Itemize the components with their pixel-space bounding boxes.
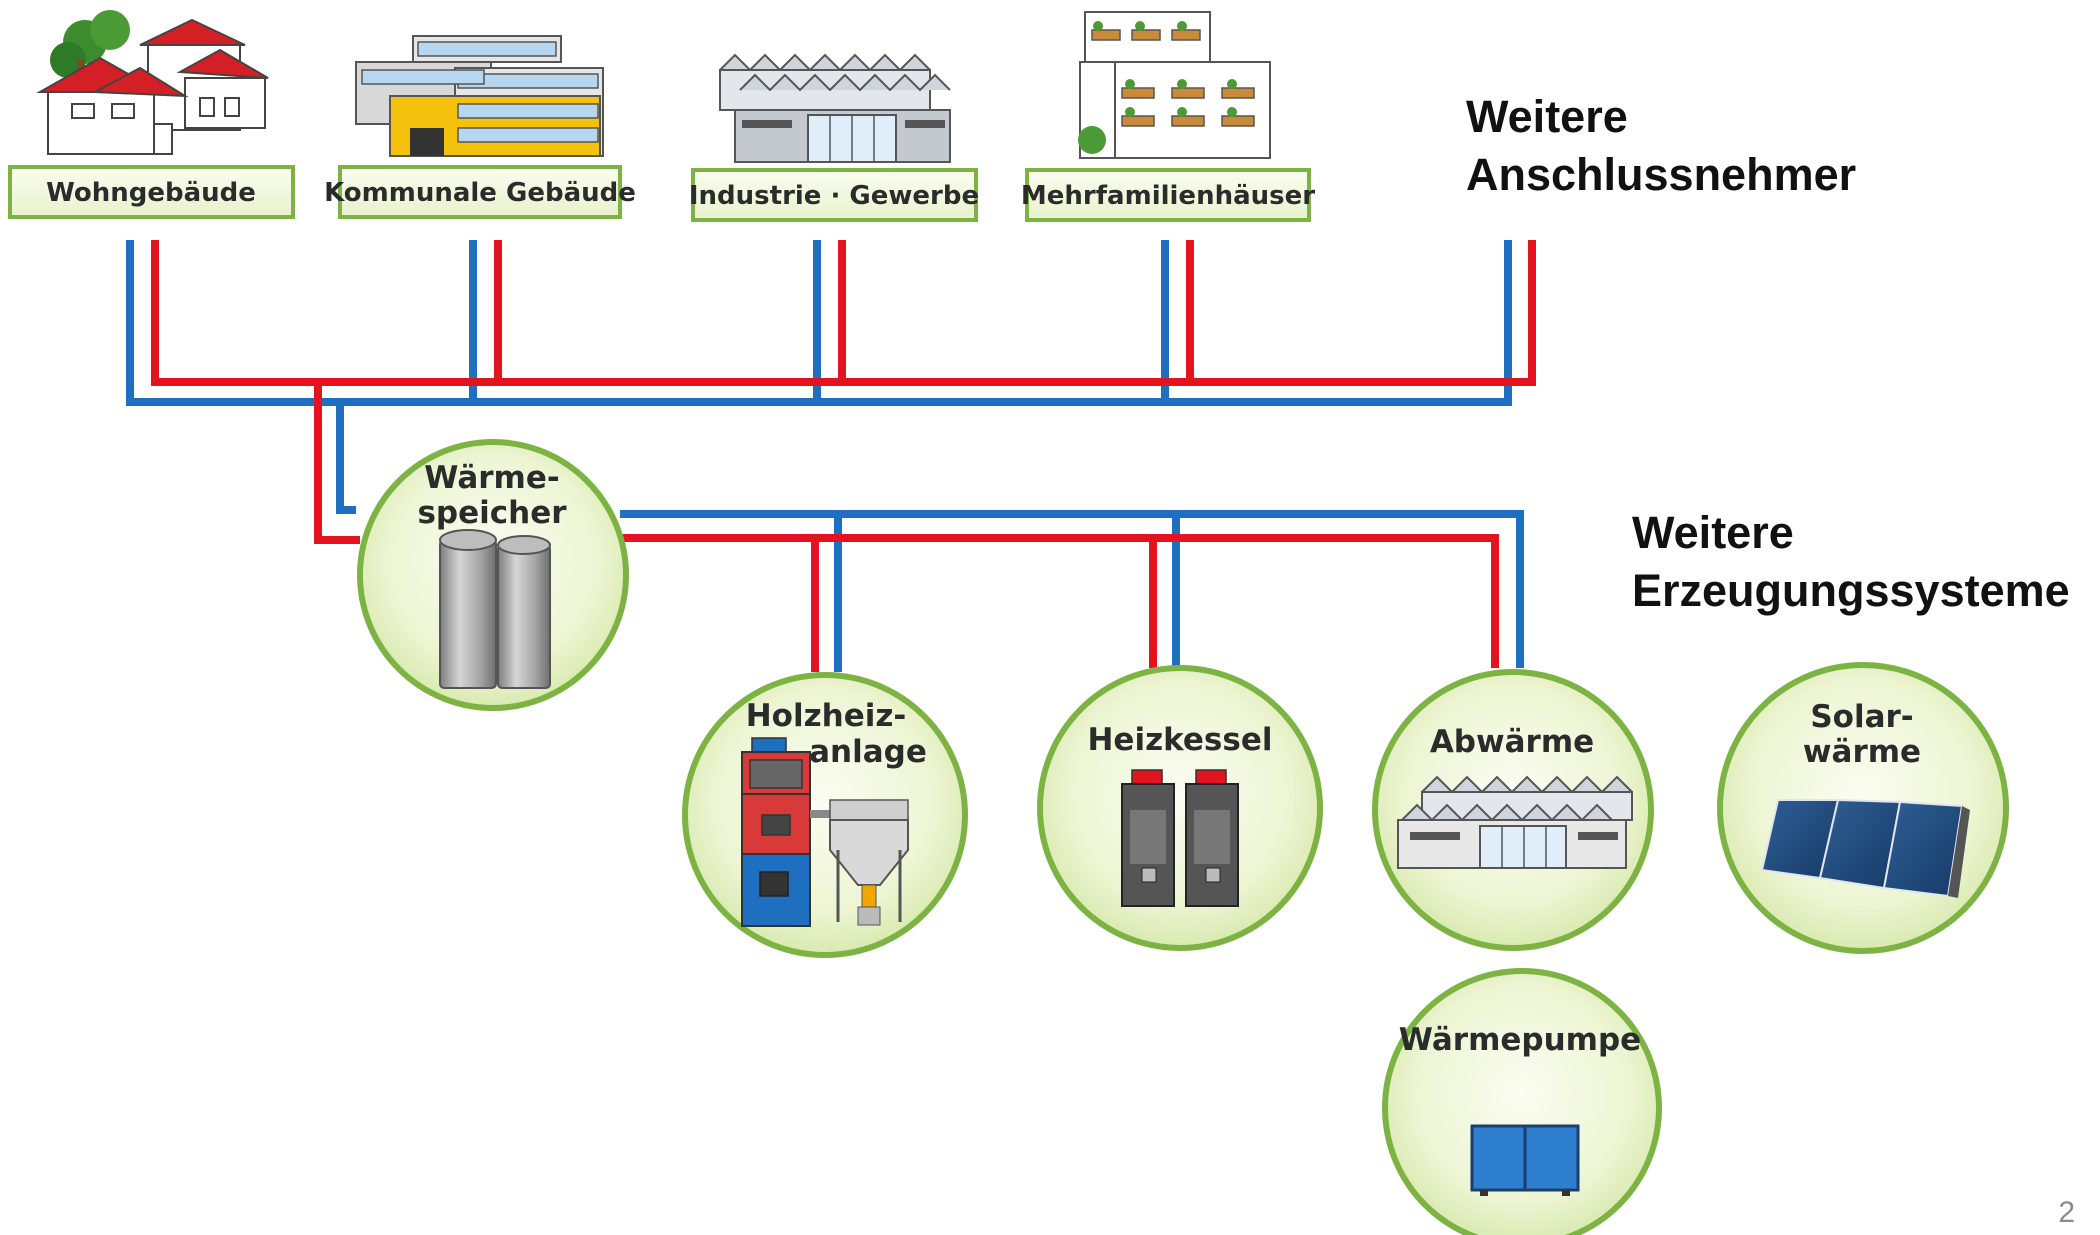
producer-wood-heating: Holzheiz- anlage [682,672,968,958]
producer-label-line1: Abwärme [1430,724,1594,760]
consumer-label-box [1025,168,1311,222]
heading-producers-2: Erzeugungssysteme [1632,565,2070,616]
storage-tanks-icon [439,529,551,689]
consumer-label-box [8,165,295,219]
consumer-label: Kommunale Gebäude [324,178,636,208]
producer-label-line2: anlage [809,734,927,770]
solar-panel-icon [1760,798,1970,898]
producer-boiler: Heizkessel [1037,665,1323,951]
consumer-label: Mehrfamilienhäuser [1021,181,1315,211]
consumer-apartments: Mehrfamilienhäuser [1021,11,1315,222]
producer-label-line1: Solar- [1810,699,1913,735]
consumer-return-pipes [126,240,1512,514]
consumer-label: Industrie · Gewerbe [689,181,979,211]
producer-label-line2: wärme [1803,734,1921,770]
heading-consumers: Weitere [1466,91,1628,142]
heading-consumers-2: Anschlussnehmer [1466,149,1856,200]
producer-label-line1: Holzheiz- [746,698,907,734]
wood-boiler-icon [741,737,909,927]
pipe-network [126,240,1536,672]
factory-icon [719,53,951,163]
producer-heat-pump: Wärmepumpe [1382,968,1662,1235]
heading-producers: Weitere [1632,507,1794,558]
producer-solar-heat: Solar- wärme [1717,662,2009,954]
factory-icon [1397,775,1633,869]
page-number: 2 [2058,1196,2075,1229]
producer-circle [1382,968,1662,1235]
producer-label-line1: Wärmepumpe [1399,1022,1641,1058]
municipal-building-icon [355,35,604,157]
producer-waste-heat: Abwärme [1372,669,1654,951]
consumer-label-box [691,168,978,222]
consumer-residential: Wohngebäude [8,10,295,219]
boiler-icon [1121,769,1239,907]
apartment-building-icon [1078,11,1271,159]
producer-circle [1037,665,1323,951]
consumer-supply-pipes [151,240,1536,544]
consumer-label: Wohngebäude [46,178,256,208]
houses-icon [36,10,269,155]
storage-label-line2: speicher [417,495,567,531]
producer-label-line1: Heizkessel [1087,722,1272,758]
consumer-municipal: Kommunale Gebäude [324,35,636,219]
producer-supply-pipes [620,534,1499,672]
storage-label-line1: Wärme- [424,460,560,496]
consumer-industry: Industrie · Gewerbe [689,53,979,222]
storage-node: Wärme- speicher [357,439,629,711]
consumer-label-box [338,165,622,219]
heat-pump-icon [1470,1124,1580,1196]
